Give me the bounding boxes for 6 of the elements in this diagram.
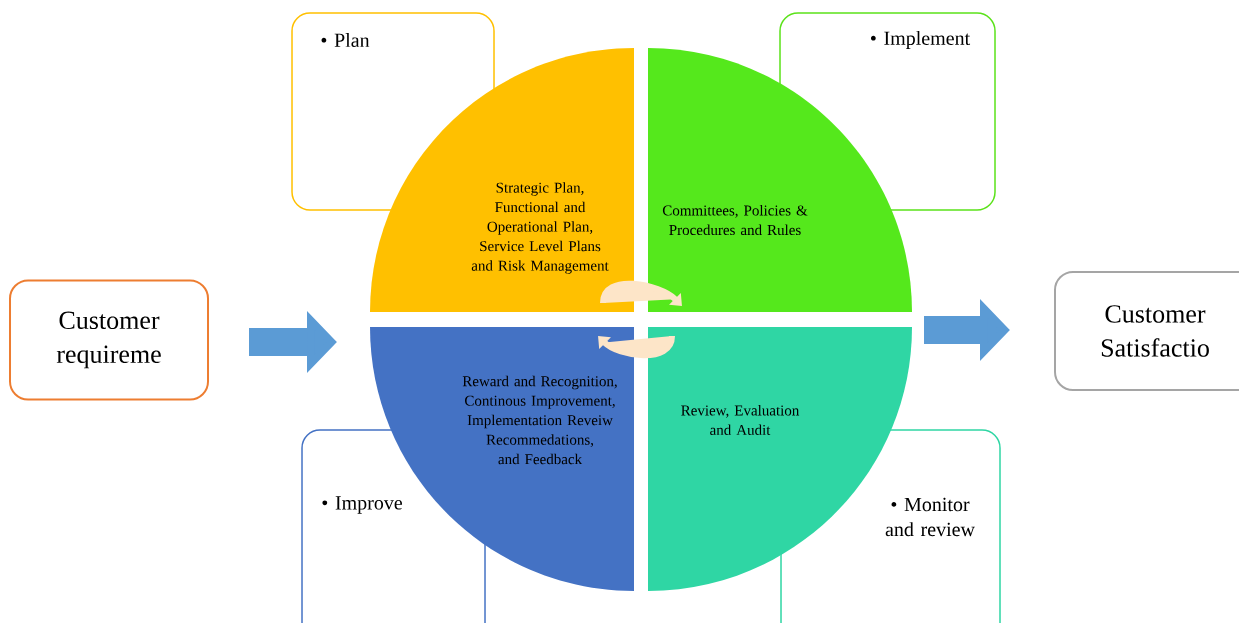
quadrant: Committees, Policies & Procedures and Rules — [648, 48, 912, 312]
cycle-arrow — [600, 280, 682, 306]
rounded-box: Customer requireme — [9, 279, 209, 401]
rounded-box: Customer Satisfactio — [1054, 271, 1239, 391]
cycle-arrow — [598, 333, 675, 359]
quadrant: Strategic Plan, Functional and Operational Plan, Service Level Plans and Risk Management — [370, 48, 634, 312]
